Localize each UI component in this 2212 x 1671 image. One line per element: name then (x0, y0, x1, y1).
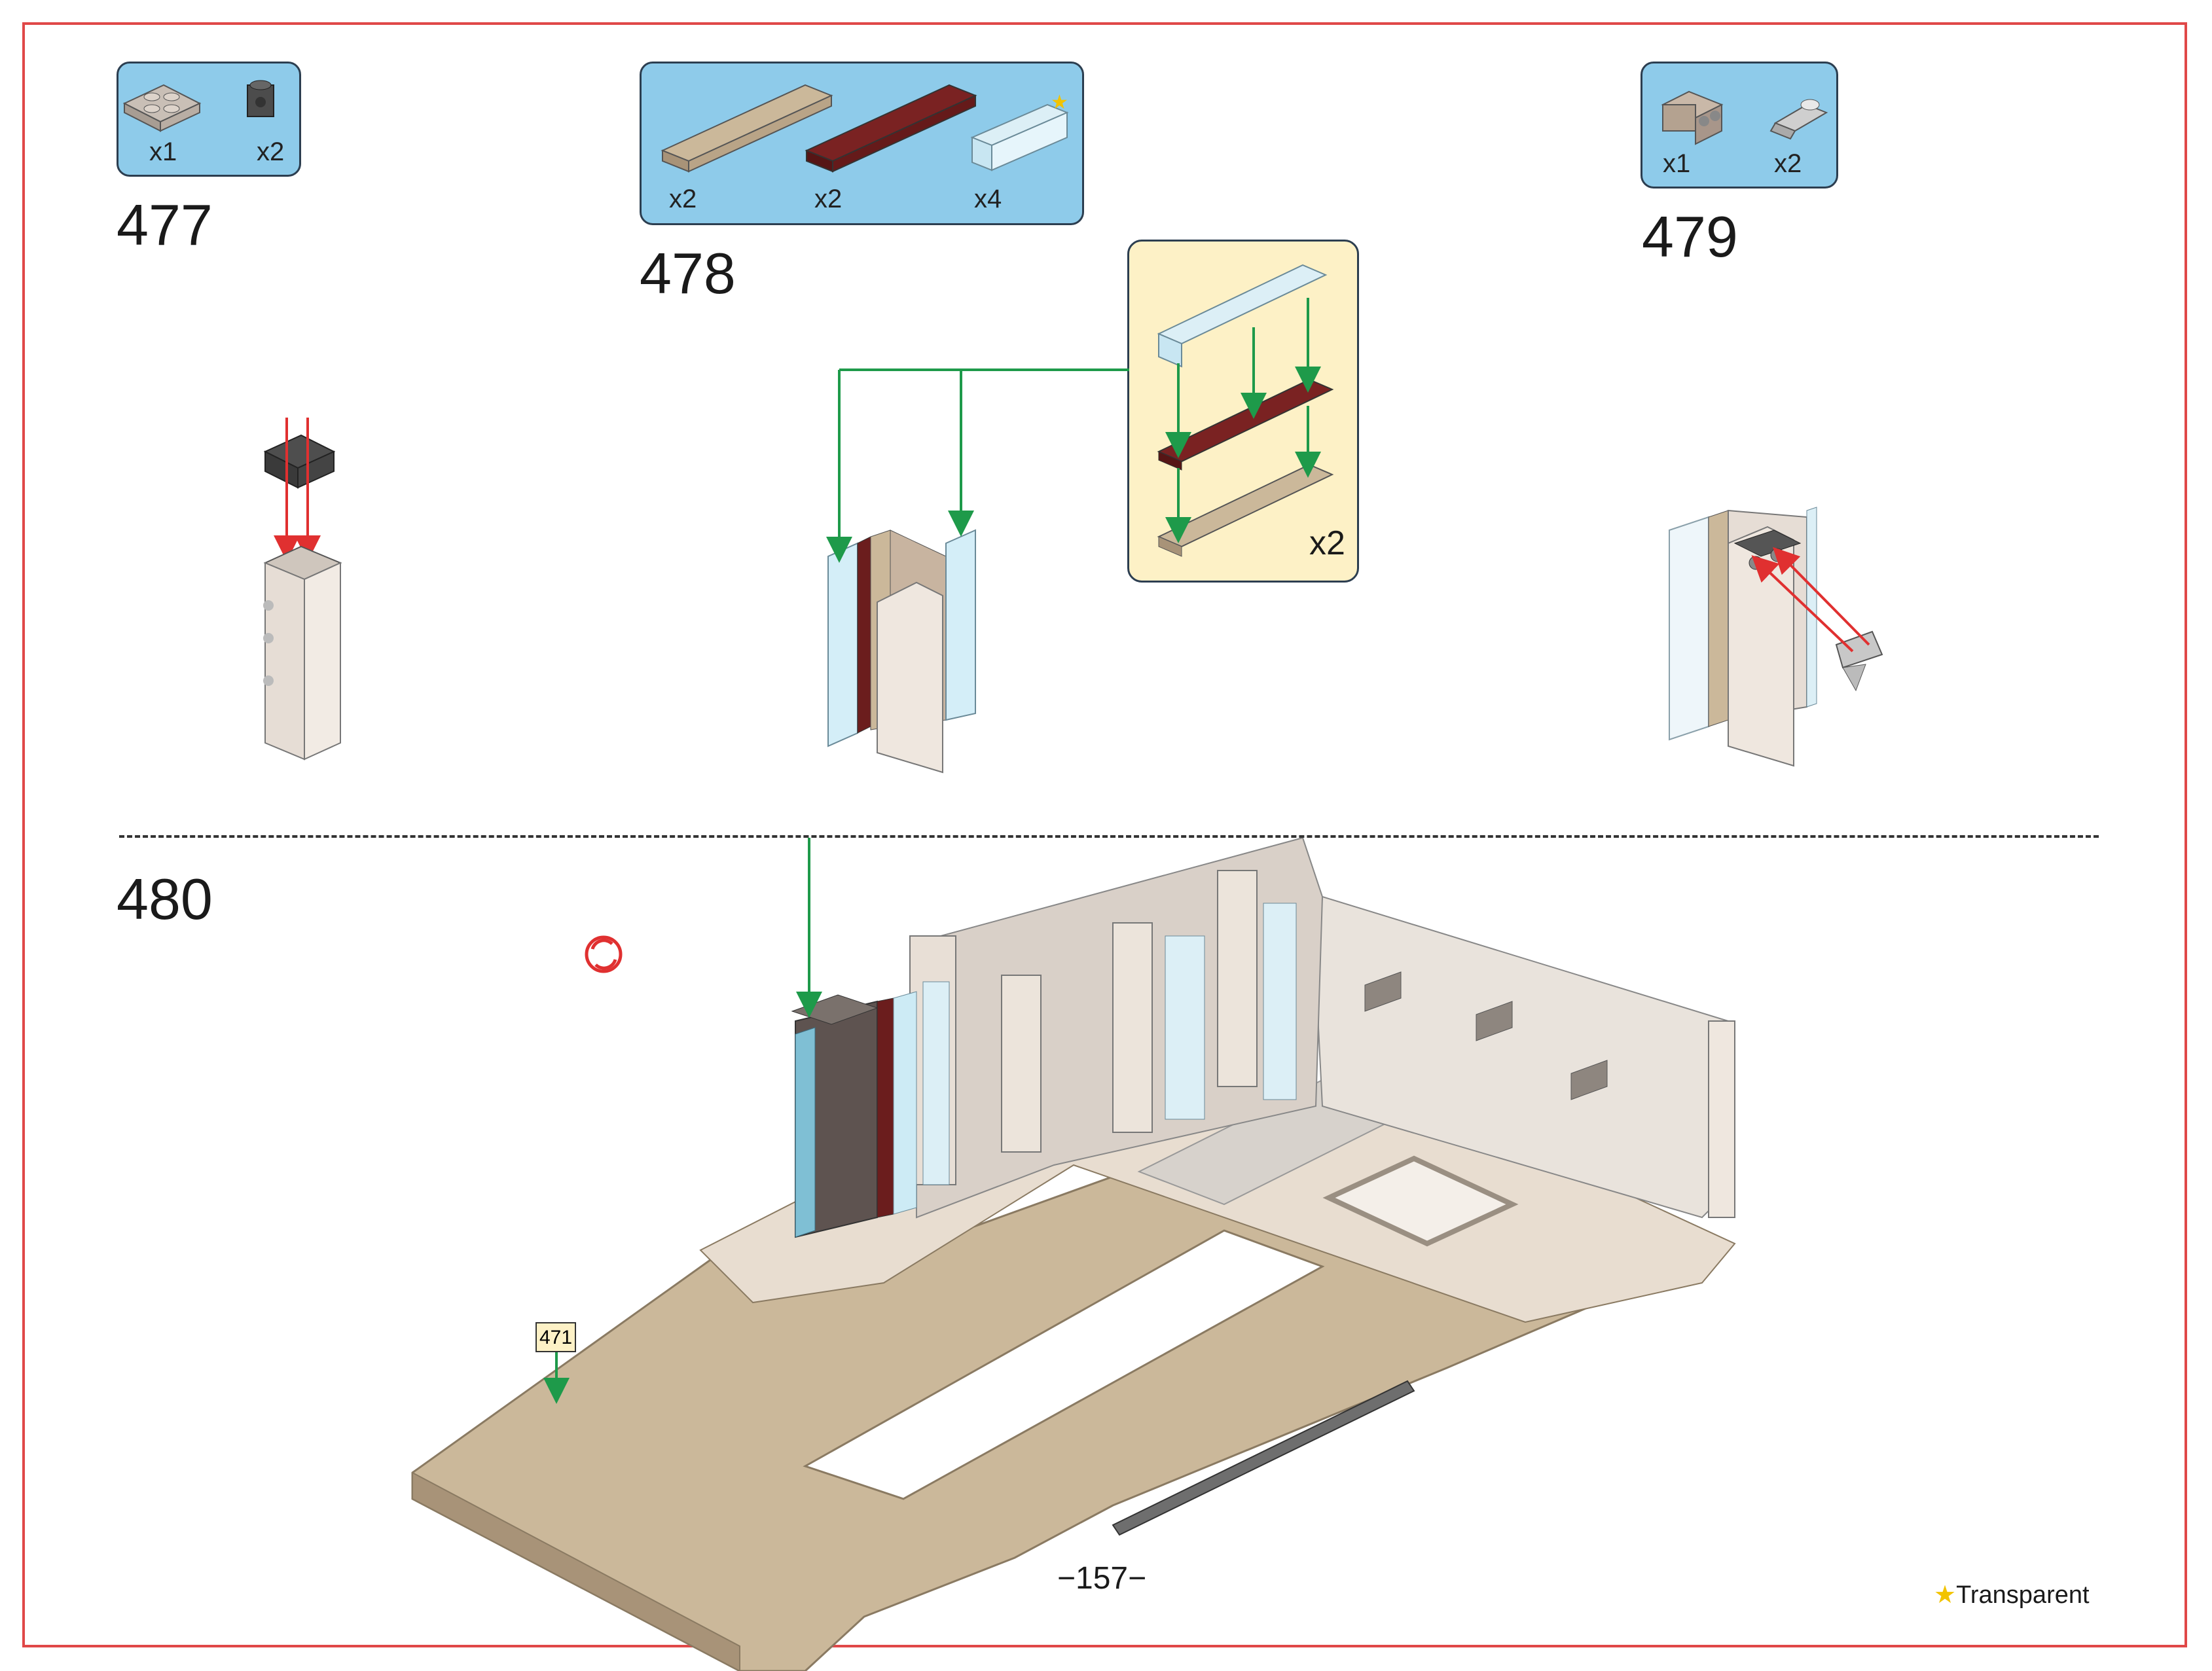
part-qty: x1 (1663, 149, 1691, 178)
plate-2x2-icon (122, 84, 202, 132)
rotate-model-icon (585, 935, 623, 973)
page-border (22, 22, 2187, 1647)
part-qty: x2 (814, 185, 843, 213)
bracket-brick-icon (1661, 90, 1724, 145)
dark-red-plate-1x8-icon (805, 84, 977, 173)
svg-text:★: ★ (1051, 91, 1068, 114)
step-478-assembly (826, 368, 1129, 774)
tan-plate-1x8-icon (661, 84, 833, 173)
subassembly-stack (1157, 264, 1334, 557)
step-number: 478 (640, 241, 736, 306)
part-qty: x2 (1774, 149, 1802, 178)
step-480-scene (411, 836, 1736, 1671)
reference-step-label: 471 (535, 1322, 576, 1352)
transparent-panel-icon: ★ (970, 91, 1069, 171)
page-number: −157− (1057, 1561, 1147, 1596)
subassembly-qty: x2 (1309, 524, 1345, 562)
star-icon: ★ (1934, 1581, 1957, 1609)
part-qty: x2 (669, 185, 697, 213)
step-number: 480 (117, 867, 213, 931)
step-479-assembly (1669, 507, 1883, 767)
step-number: 477 (117, 192, 213, 257)
brick-1x1-dark-icon (247, 80, 274, 117)
step-divider (119, 835, 2099, 838)
legend: ★Transparent (1934, 1580, 2090, 1609)
step-number: 479 (1642, 204, 1738, 269)
legend-label: Transparent (1956, 1581, 2090, 1609)
part-qty: x1 (149, 137, 177, 166)
part-qty: x2 (257, 137, 285, 166)
part-qty: x4 (974, 185, 1002, 213)
tooth-plate-icon (1769, 99, 1828, 140)
step-477-assembly (263, 418, 342, 761)
